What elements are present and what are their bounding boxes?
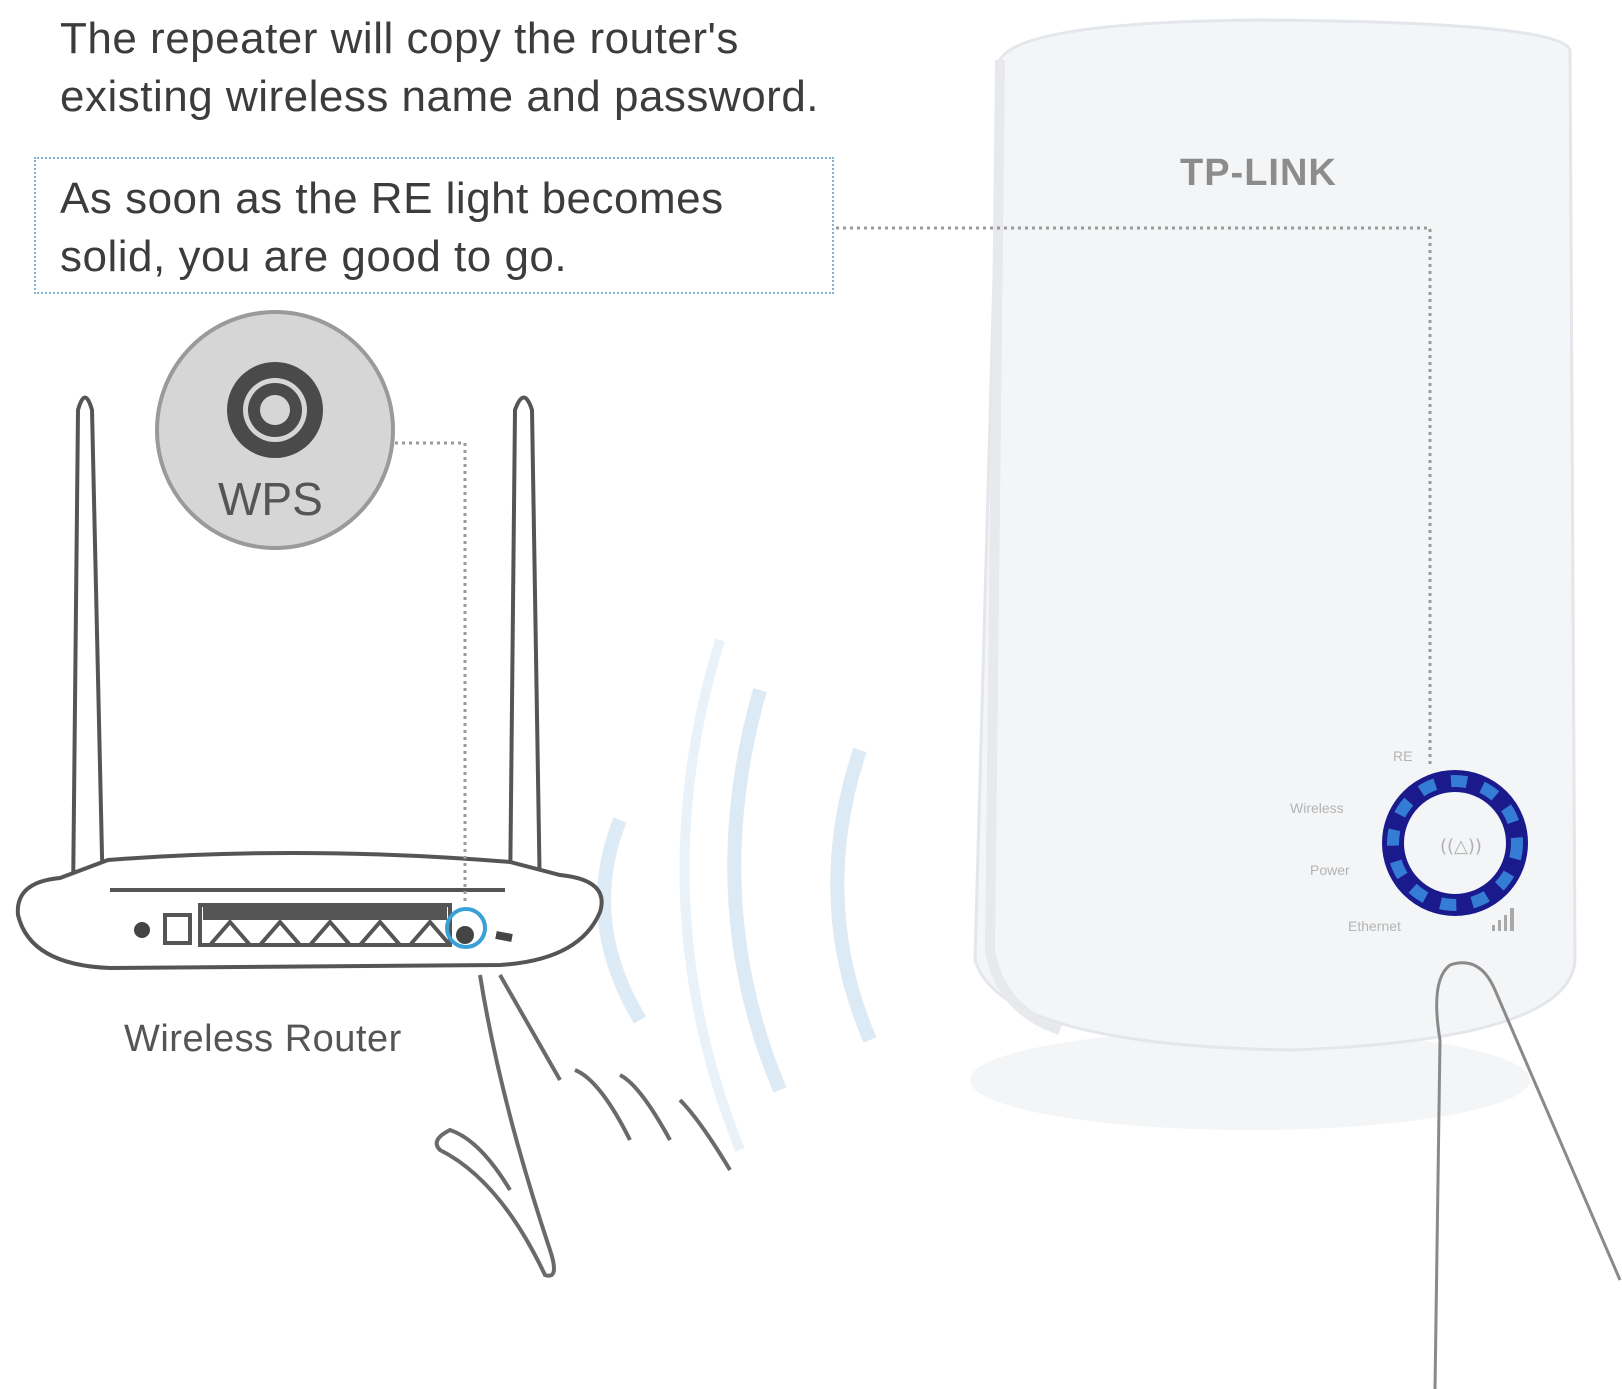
- router-device: [15, 850, 604, 971]
- led-label-ethernet: Ethernet: [1348, 918, 1401, 934]
- led-ring-icon: ((△)): [1382, 770, 1528, 916]
- svg-text:((△)): ((△)): [1440, 836, 1482, 857]
- note-box: [34, 157, 834, 294]
- intro-instruction: The repeater will copy the router's exis…: [60, 10, 819, 126]
- wps-port-highlight: [445, 907, 487, 949]
- wps-button-callout: [155, 310, 395, 550]
- wps-label: WPS: [218, 473, 323, 525]
- brand-logo: TP-LINK: [1180, 152, 1337, 194]
- signal-bars-icon: [1492, 908, 1514, 931]
- note-instruction: As soon as the RE light becomes solid, y…: [60, 170, 724, 286]
- connector-line-re: [836, 226, 1432, 765]
- connector-line-wps: [395, 441, 467, 905]
- intro-line-1: The repeater will copy the router's: [60, 14, 739, 63]
- hand-pointing-repeater-icon: [1433, 961, 1622, 1389]
- router-label: Wireless Router: [124, 1018, 402, 1060]
- note-line-2: solid, you are good to go.: [60, 232, 568, 281]
- router-antennas-icon: [70, 395, 543, 902]
- led-label-re: RE: [1393, 748, 1413, 764]
- intro-line-2: existing wireless name and password.: [60, 72, 820, 121]
- signal-waves-icon: [597, 638, 877, 1152]
- led-label-power: Power: [1310, 862, 1350, 878]
- note-line-1: As soon as the RE light becomes: [60, 174, 724, 223]
- led-label-wireless: Wireless: [1290, 800, 1344, 816]
- hand-pressing-router-icon: [434, 974, 732, 1278]
